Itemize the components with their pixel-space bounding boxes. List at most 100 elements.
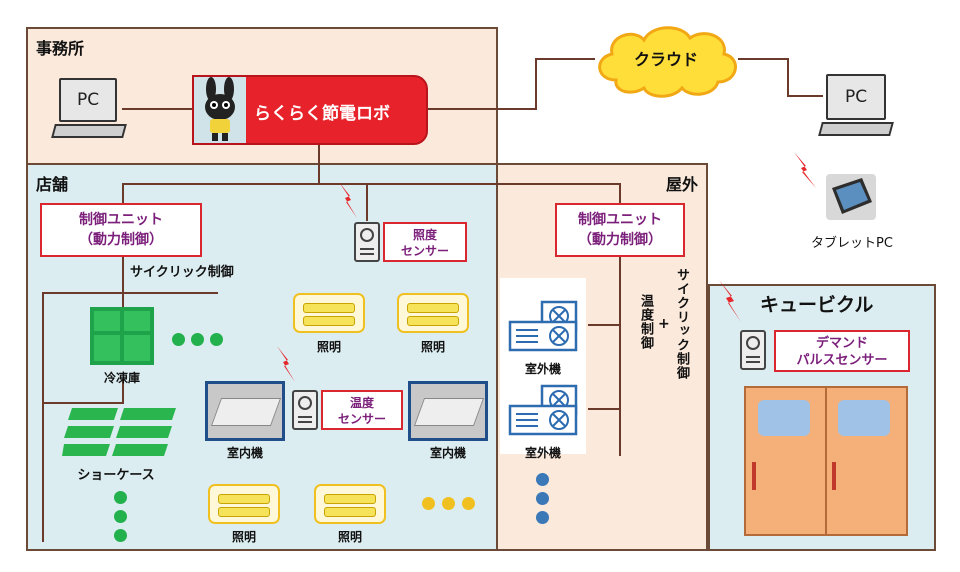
outdoor-unit-1-icon [508,300,578,352]
wire-bus-main [122,183,620,185]
tablet-label: タブレットPC [811,236,893,251]
cubicle-zone-title: キュービクル [760,294,874,316]
temperature-sensor-icon [292,390,318,430]
lighting-fixture-1 [293,293,365,333]
showcase-icon [62,406,180,462]
wire-cu-outdoor-down [619,256,621,456]
wire-outdoor-unit2 [588,408,621,410]
illuminance-sensor-icon [354,222,380,262]
cloud-icon [598,26,737,98]
demand-sensor-box: デマンド パルスセンサー [774,330,910,372]
demand-sensor-line1: デマンド [815,336,868,351]
wire-robot-cloud-v [535,58,537,110]
robot-mascot-icon [194,77,246,143]
office-pc-screen: PC [59,78,117,122]
wire-cloud-pc-h2 [787,95,823,97]
showcase-more-dot-2 [114,510,127,523]
lighting-more-dot-2 [442,497,455,510]
wire-store-branch-h [42,292,218,294]
lighting-more-dot-3 [462,497,475,510]
remote-pc-keyboard [818,122,894,136]
wire-store-branch-showcase [42,402,122,404]
outdoor-zone-title: 屋外 [665,175,698,194]
indoor-unit-label-1: 室内機 [226,446,263,460]
cloud: クラウド [586,18,746,102]
lighting-more-dot-1 [422,497,435,510]
remote-pc-screen: PC [826,74,886,120]
freezer-more-dot-2 [191,333,204,346]
cyclic-control-store-label: サイクリック制御 [130,265,234,280]
indoor-unit-2-icon [408,381,488,441]
temperature-sensor-box: 温度 センサー [321,390,403,430]
control-unit-outdoor-line2: （動力制御） [578,232,662,248]
outdoor-unit-2-icon [508,384,578,436]
wire-robot-cloud-h1 [427,108,537,110]
outdoor-unit-label-1: 室外機 [524,362,561,376]
lighting-label-3: 照明 [231,530,256,544]
showcase-more-dot-3 [114,529,127,542]
control-unit-store-line2: （動力制御） [79,232,163,248]
temperature-sensor-line1: 温度 [349,396,374,410]
freezer-label: 冷凍庫 [103,371,140,385]
outdoor-more-dot-1 [536,473,549,486]
indoor-unit-1-icon [205,381,285,441]
office-pc-keyboard [51,124,127,138]
illuminance-sensor-line2: センサー [400,244,449,258]
robot-label: らくらく節電ロボ [254,104,390,124]
lightning-icon-tablet [794,152,816,188]
lightning-icon-temperature [277,346,295,382]
remote-pc-label: PC [844,87,868,107]
lighting-label-2: 照明 [420,340,445,354]
robot-box[interactable]: らくらく節電ロボ [192,75,428,145]
temperature-sensor-line2: センサー [337,412,386,426]
showcase-more-dot-1 [114,491,127,504]
cubicle-cabinet-icon [744,386,908,536]
wire-store-branch-left [42,292,44,542]
freezer-icon [88,305,156,367]
lightning-icon-demand [719,280,741,322]
wire-cloud-pc-h1 [738,58,788,60]
wire-robot-cloud-h2 [535,58,595,60]
remote-pc[interactable]: PC [818,74,894,144]
office-zone-title: 事務所 [36,39,85,58]
outdoor-unit-label-2: 室外機 [524,446,561,460]
illuminance-sensor-line1: 照度 [412,228,437,242]
wire-bus-left-drop [122,183,124,205]
office-pc[interactable]: PC [51,78,127,142]
wire-store-branch-freezer [122,284,124,314]
wire-outdoor-unit1 [588,324,621,326]
demand-sensor-line2: パルスセンサー [796,353,888,368]
lighting-label-1: 照明 [316,340,341,354]
tablet-icon [826,174,876,220]
tablet[interactable] [824,172,878,222]
illuminance-sensor-box: 照度 センサー [383,222,467,262]
wire-cu-store-down [122,256,124,284]
lightning-icon-illuminance [339,182,357,218]
control-unit-outdoor-line1: 制御ユニット [578,212,662,228]
office-pc-label: PC [76,90,100,110]
outdoor-more-dot-2 [536,492,549,505]
outdoor-cyclic-control-label: サイクリック制御 [674,268,689,380]
outdoor-temp-control-label: 温度制御 [638,294,653,350]
cloud-label: クラウド [633,50,698,69]
lighting-fixture-2 [397,293,469,333]
demand-sensor-icon [740,330,766,370]
control-unit-store[interactable]: 制御ユニット （動力制御） [40,203,202,257]
freezer-more-dot-1 [172,333,185,346]
wire-bus-sensor-drop [366,183,368,221]
outdoor-more-dot-3 [536,511,549,524]
wire-pc-robot [122,108,194,110]
outdoor-control-plus: + [658,316,670,332]
lighting-fixture-3 [208,484,280,524]
freezer-more-dot-3 [210,333,223,346]
lighting-fixture-4 [314,484,386,524]
store-zone-title: 店舗 [36,175,69,194]
control-unit-outdoor[interactable]: 制御ユニット （動力制御） [555,203,685,257]
showcase-label: ショーケース [77,468,155,483]
wire-cloud-pc-v [787,58,789,96]
wire-store-branch-showcase-v [122,380,124,404]
wire-robot-down [318,144,320,184]
wire-bus-right-drop [619,183,621,205]
indoor-unit-label-2: 室内機 [429,446,466,460]
lighting-label-4: 照明 [337,530,362,544]
